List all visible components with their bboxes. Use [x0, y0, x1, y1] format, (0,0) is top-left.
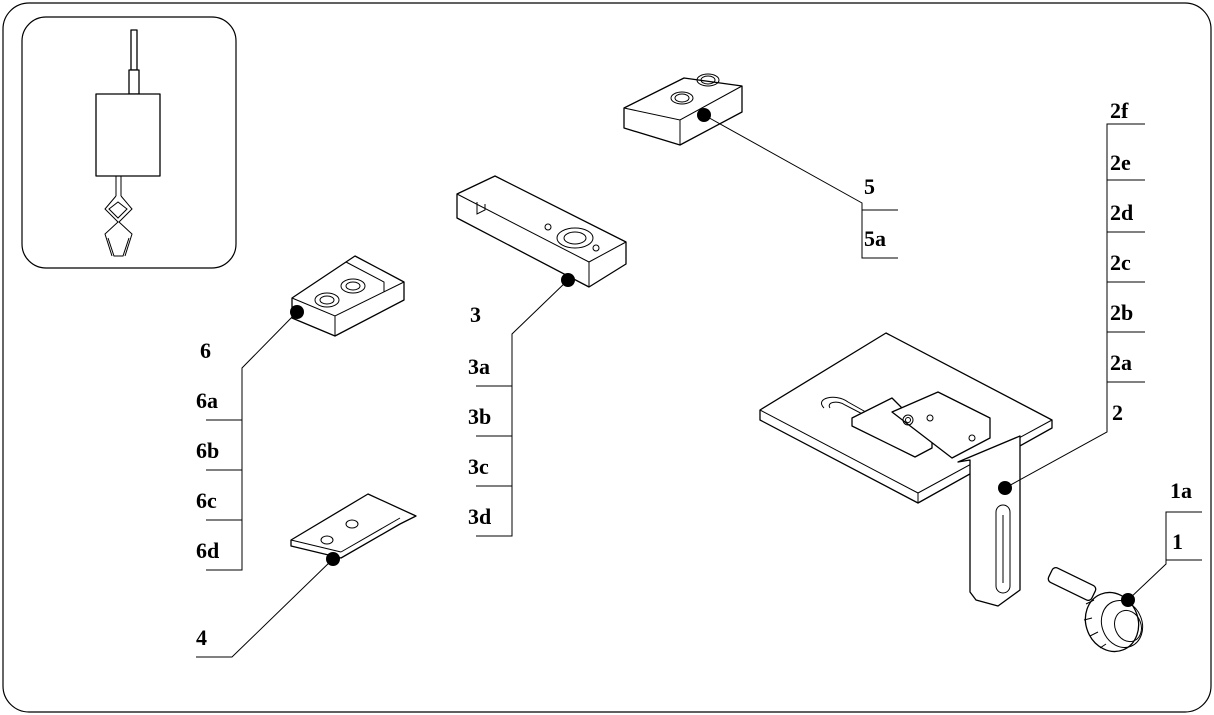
leader-lines	[196, 114, 1202, 658]
part-1-screw	[1047, 566, 1144, 653]
label-2b: 2b	[1110, 300, 1133, 325]
label-4: 4	[196, 625, 207, 650]
leader-part-1	[1127, 511, 1202, 601]
label-3b: 3b	[468, 404, 491, 429]
dot-part-5	[697, 108, 711, 122]
label-3d: 3d	[468, 504, 491, 529]
inset-illustration	[21, 16, 237, 269]
part-3-block	[456, 175, 627, 288]
label-5: 5	[864, 174, 875, 199]
label-3c: 3c	[468, 454, 489, 479]
part-5-block	[623, 73, 743, 146]
label-6: 6	[200, 338, 211, 363]
part-4-plate	[290, 493, 417, 559]
label-2e: 2e	[1110, 150, 1131, 175]
leader-part-2	[1004, 123, 1145, 489]
label-1a: 1a	[1170, 478, 1192, 503]
label-2c: 2c	[1110, 250, 1131, 275]
label-2d: 2d	[1110, 200, 1133, 225]
part-2-bracket	[759, 332, 1053, 607]
label-separators	[206, 179, 1202, 561]
leader-part-6	[206, 311, 298, 571]
label-5a: 5a	[864, 226, 886, 251]
label-6d: 6d	[196, 538, 219, 563]
label-3: 3	[470, 302, 481, 327]
label-1: 1	[1172, 529, 1183, 554]
leader-part-3	[476, 279, 569, 537]
dot-part-4	[326, 552, 340, 566]
dot-part-1	[1121, 593, 1135, 607]
connection-dots	[290, 108, 1135, 607]
callout-labels: 5 5a 3 3a 3b 3c 3d 6 6a 6b 6c 6d 4 2f 2e…	[196, 98, 1192, 650]
leader-part-5	[703, 114, 898, 259]
part-6-block	[291, 255, 405, 337]
label-2f: 2f	[1110, 98, 1129, 123]
label-3a: 3a	[468, 354, 490, 379]
label-6c: 6c	[196, 488, 217, 513]
label-6b: 6b	[196, 438, 219, 463]
leader-part-4	[196, 558, 334, 658]
label-6a: 6a	[196, 388, 218, 413]
dot-part-2	[998, 481, 1012, 495]
dot-part-3	[561, 273, 575, 287]
dot-part-6	[290, 305, 304, 319]
label-2a: 2a	[1110, 350, 1132, 375]
label-2: 2	[1112, 400, 1123, 425]
